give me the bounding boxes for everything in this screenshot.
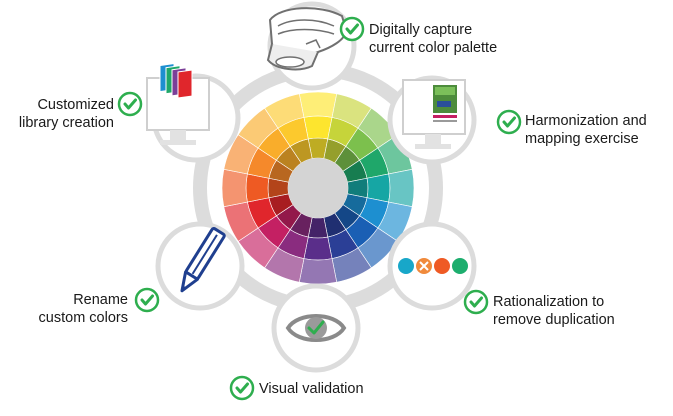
wheel-hub [288,158,348,218]
check-icon [229,375,255,401]
label-rationalize: Rationalization to remove duplication [493,294,615,328]
color-wheel [221,91,415,285]
check-icon [463,289,489,315]
wheel-segment [303,115,333,140]
wheel-segment [366,173,391,203]
label-capture: Digitally capture current color palette [369,22,498,56]
label-validate: Visual validation [259,381,364,397]
swatch-dot [452,258,468,274]
wheel-segment [264,93,305,129]
check-icon [117,91,143,117]
swatch-card [177,69,193,99]
check-icon [496,109,522,135]
spectrophotometer-icon [266,7,348,71]
monitor-icon [402,79,466,149]
label-rename: Rename custom colors [38,292,128,326]
node-capture [266,1,357,91]
node-harmonize [387,75,477,165]
label-library: Customized library creation [18,97,114,131]
wheel-segment [221,168,248,208]
node-validate [271,283,361,373]
swatch-stack-icon [159,62,193,99]
wheel-segment [303,236,333,261]
node-library [146,62,241,163]
wheel-segment [388,168,415,208]
swatch-dots-icon [398,258,468,274]
monitor-icon [146,62,210,145]
wheel-segment [245,173,270,203]
node-rename [155,221,245,311]
pencil-icon [180,227,226,293]
check-icon [339,16,365,42]
swatch-dot [398,258,414,274]
wheel-segment [298,91,338,118]
remove-mark-icon [419,261,429,271]
swatch-dot [434,258,450,274]
label-harmonize: Harmonization and mapping exercise [525,113,647,147]
wheel-segment [298,258,338,285]
node-rationalize [387,221,477,311]
check-icon [134,287,160,313]
eye-icon [285,314,347,342]
